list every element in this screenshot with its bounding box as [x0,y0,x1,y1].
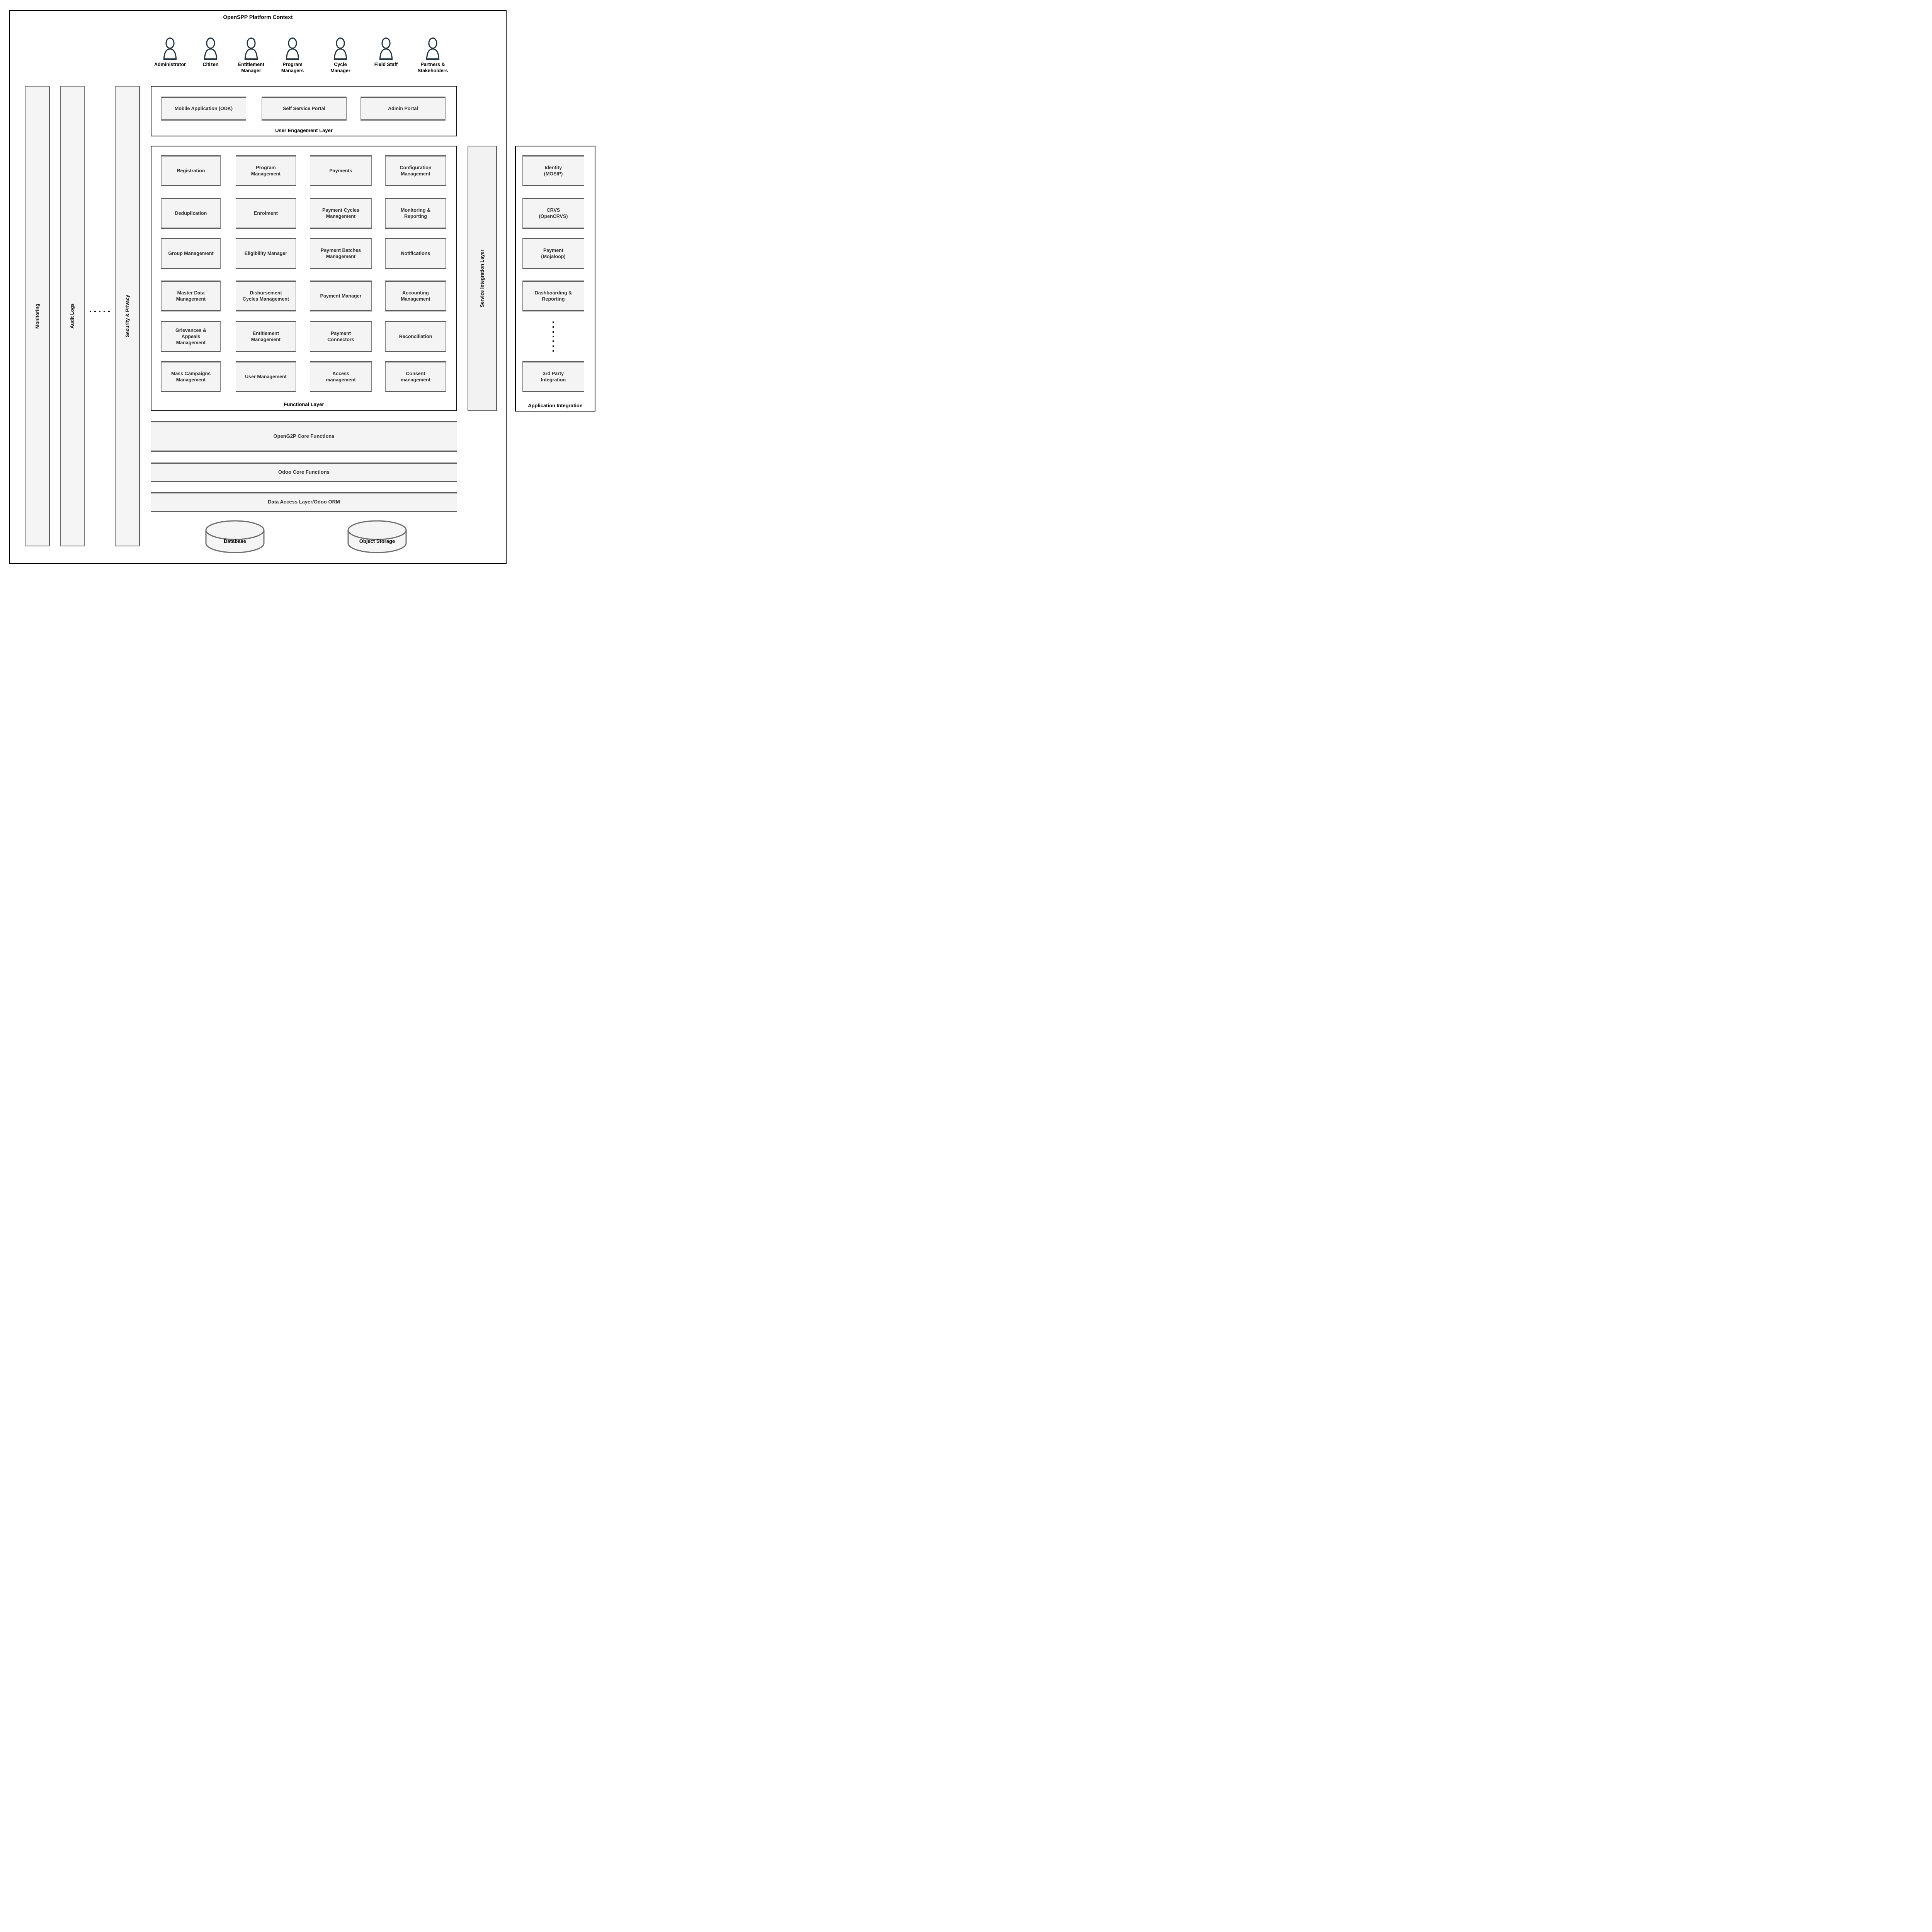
actor-label: Citizen [202,62,219,67]
person-icon [204,37,218,60]
dots-separator-horizontal [90,311,110,312]
dot [553,345,554,347]
functional-box: Registration [161,155,221,186]
functional-box: Reconciliation [385,321,446,352]
actor-citizen: Citizen [189,37,232,68]
actor-field-staff: Field Staff [365,37,407,68]
sidebar-security-privacy: Security & Privacy [115,86,140,546]
box-3rd-party-integration: 3rd Party Integration [522,361,584,392]
dot [553,321,554,323]
functional-box: Accounting Management [385,281,446,311]
person-icon [333,37,347,60]
box-odoo-core-functions: Odoo Core Functions [151,463,457,482]
functional-box: Mass Campaigns Management [161,361,221,392]
dots-separator-vertical [553,321,554,352]
actor-label: Program Managers [281,62,304,74]
functional-box: Access management [310,361,372,392]
sidebar-audit-logs: Audit Logs [60,86,85,546]
dot [94,311,96,312]
database-cylinder: Database [205,520,265,554]
person-icon [379,37,393,60]
person-icon [163,37,177,60]
functional-box: Deduplication [161,198,221,229]
functional-box: Payment Batches Management [310,238,372,269]
object-storage-cylinder: Object Storage [347,520,407,554]
person-icon [286,37,299,60]
box-admin-portal: Admin Portal [361,97,446,121]
functional-box: Grievances & Appeals Management [161,321,221,352]
functional-box: Monitoring & Reporting [385,198,446,229]
functional-box: Entitlement Management [236,321,296,352]
actor-cycle-manager: Cycle Manager [319,37,362,74]
functional-box: Payment Manager [310,281,372,311]
sidebar-security-privacy-label: Security & Privacy [124,295,130,337]
dot [553,335,554,337]
application-integration-label: Application Integration [528,403,583,408]
box-openg2p-core-functions: OpenG2P Core Functions [151,421,457,452]
dot [99,311,100,312]
actor-partners-stakeholders: Partners & Stakeholders [412,37,454,74]
functional-box: Enrolment [236,198,296,229]
functional-box: Master Data Management [161,281,221,311]
box-crvs-opencrvs: CRVS (OpenCRVS) [522,198,584,229]
object-storage-cylinder-icon [347,520,407,553]
functional-box: User Management [236,361,296,392]
dot [553,326,554,328]
actor-label: Entitlement Manager [238,62,265,74]
actor-label: Administrator [154,62,186,67]
functional-box: Disbursement Cycles Management [236,281,296,311]
actor-administrator: Administrator [149,37,191,68]
box-mobile-application-odk: Mobile Application (ODK) [161,97,246,121]
person-icon [426,37,440,60]
service-integration-layer-bar: Service Integration Layer [468,146,497,411]
box-dashboarding-reporting: Dashboarding & Reporting [522,281,584,311]
functional-box: Eligibility Manager [236,238,296,269]
dot [553,331,554,333]
actor-label: Field Staff [374,62,398,67]
functional-box: Payment Cycles Management [310,198,372,229]
box-identity-mosip: Identity (MOSIP) [522,155,584,186]
dot [553,350,554,352]
database-cylinder-icon [205,520,265,553]
functional-box: Notifications [385,238,446,269]
dot [90,311,91,312]
functional-box: Group Management [161,238,221,269]
dot [553,340,554,342]
object-storage-label: Object Storage [359,538,395,544]
functional-box: Consent management [385,361,446,392]
openspp-platform-diagram: OpenSPP Platform Context Administrator C… [0,0,597,569]
functional-box: Configuration Management [385,155,446,186]
service-integration-layer-label: Service Integration Layer [480,249,485,308]
functional-box: Payments [310,155,372,186]
box-payment-mojaloop: Payment (Mojaloop) [522,238,584,269]
functional-layer-label: Functional Layer [284,401,324,407]
actor-program-managers: Program Managers [271,37,314,74]
sidebar-monitoring: Monitoring [25,86,50,546]
actor-label: Cycle Manager [330,62,350,74]
sidebar-audit-logs-label: Audit Logs [70,303,75,329]
sidebar-monitoring-label: Monitoring [34,303,40,329]
dot [108,311,110,312]
functional-box: Payment Connectors [310,321,372,352]
functional-box: Program Management [236,155,296,186]
box-data-access-layer-odoo-orm: Data Access Layer/Odoo ORM [151,492,457,512]
actor-entitlement-manager: Entitlement Manager [230,37,272,74]
diagram-title: OpenSPP Platform Context [223,14,293,20]
box-self-service-portal: Self Service Portal [262,97,347,121]
database-label: Database [224,538,246,544]
user-engagement-layer-label: User Engagement Layer [275,128,333,133]
dot [104,311,105,312]
person-icon [244,37,258,60]
actor-label: Partners & Stakeholders [417,62,448,74]
